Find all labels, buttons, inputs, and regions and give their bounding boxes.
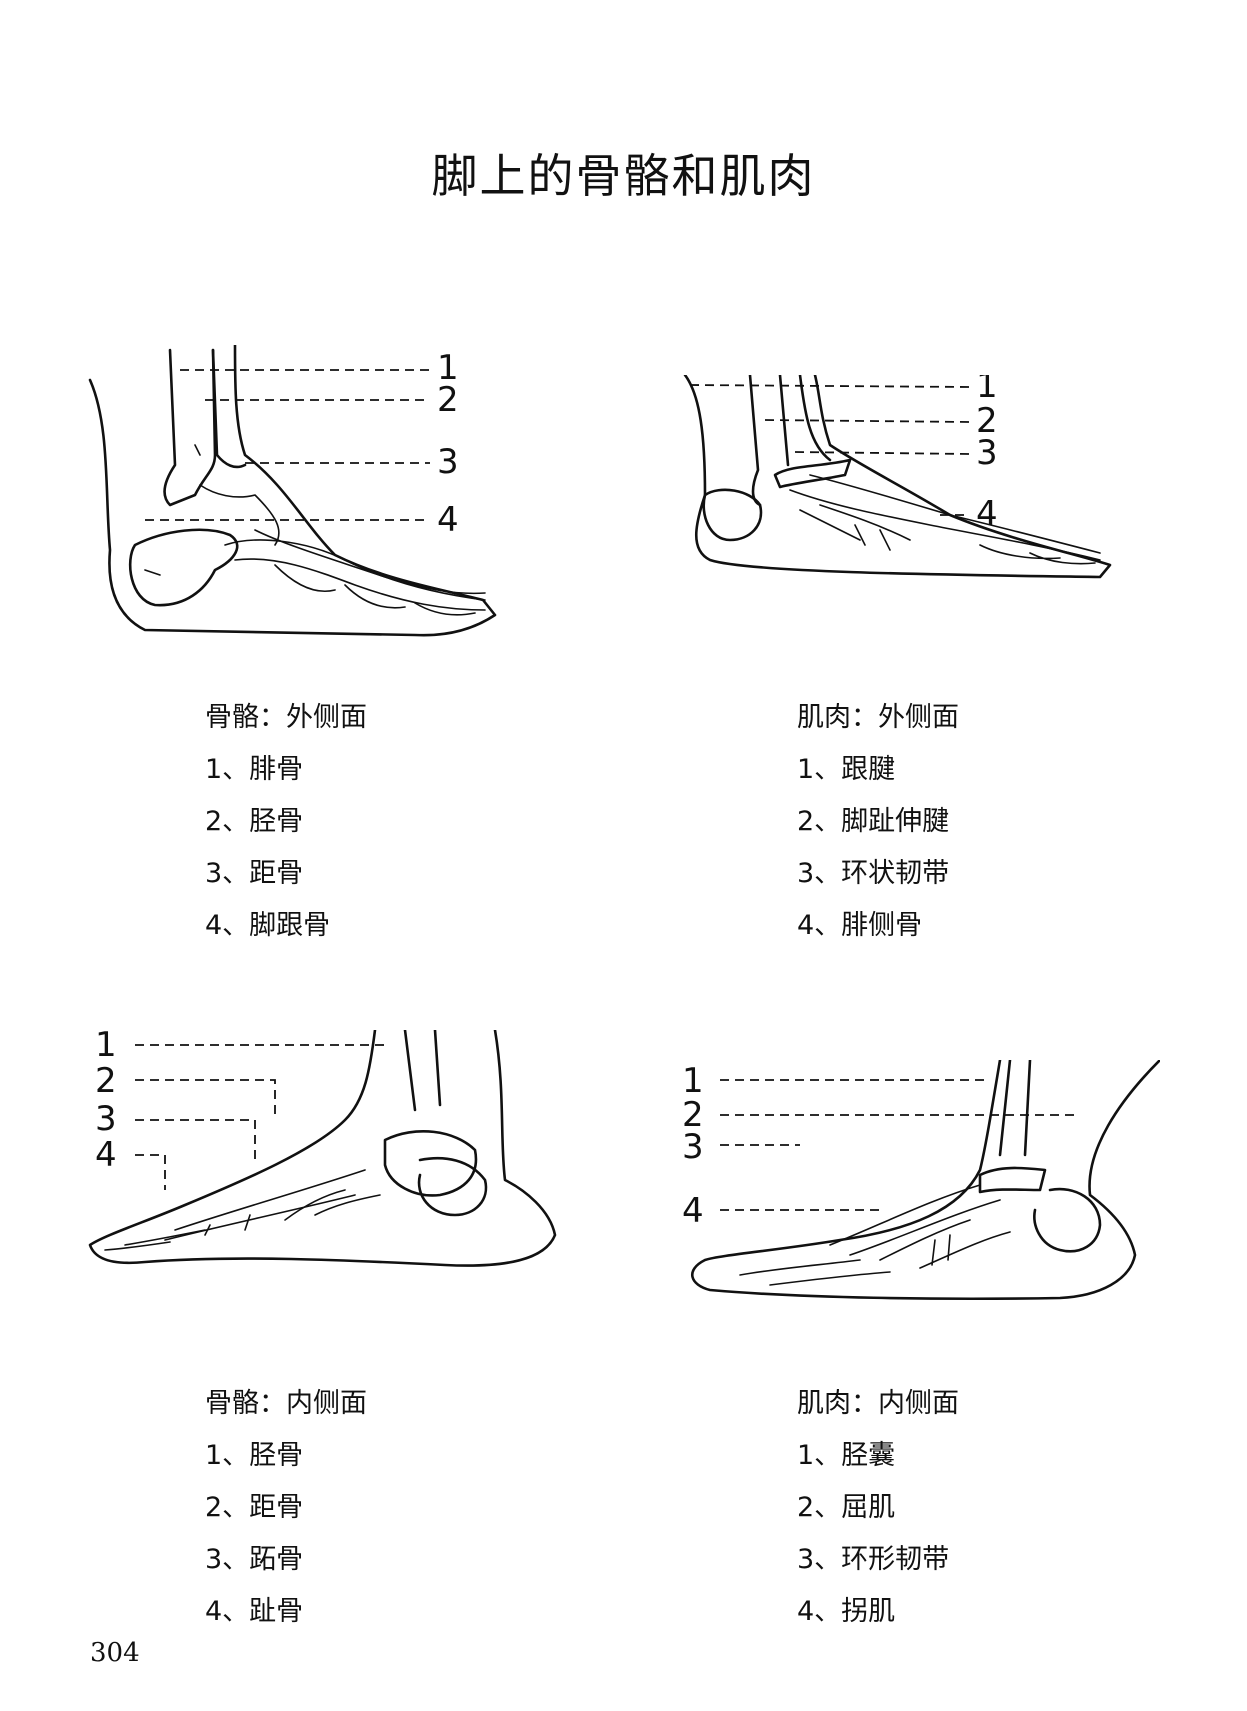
figure-bones-medial: 1 2 3 4 bbox=[85, 1030, 575, 1340]
callout-4: 4 bbox=[95, 1135, 117, 1175]
caption-muscles-lateral: 肌肉：外侧面 1、跟腱 2、脚趾伸腱 3、环状韧带 4、腓侧骨 bbox=[797, 692, 959, 952]
caption-bones-medial: 骨骼：内侧面 1、胫骨 2、距骨 3、跖骨 4、趾骨 bbox=[205, 1378, 367, 1638]
caption-item: 2、屈肌 bbox=[797, 1492, 896, 1523]
callout-1: 1 bbox=[976, 375, 998, 406]
caption-item: 4、脚跟骨 bbox=[205, 910, 331, 941]
callout-2: 2 bbox=[976, 401, 998, 441]
caption-item: 1、胫囊 bbox=[797, 1440, 896, 1471]
caption-item: 2、距骨 bbox=[205, 1492, 304, 1523]
callout-3: 3 bbox=[95, 1099, 117, 1139]
caption-title: 肌肉：内侧面 bbox=[797, 1388, 959, 1419]
foot-bones-medial-illustration: 1 2 3 4 bbox=[88, 1030, 557, 1267]
caption-item: 1、跟腱 bbox=[797, 754, 896, 785]
caption-item: 3、环形韧带 bbox=[797, 1544, 950, 1575]
caption-item: 2、脚趾伸腱 bbox=[797, 806, 950, 837]
caption-item: 1、腓骨 bbox=[205, 754, 304, 785]
callout-3: 3 bbox=[682, 1127, 704, 1167]
callout-3: 3 bbox=[976, 433, 998, 473]
caption-item: 2、胫骨 bbox=[205, 806, 304, 837]
callout-4: 4 bbox=[976, 494, 998, 534]
caption-muscles-medial: 肌肉：内侧面 1、胫囊 2、屈肌 3、环形韧带 4、拐肌 bbox=[797, 1378, 959, 1638]
caption-title: 骨骼：外侧面 bbox=[205, 702, 367, 733]
caption-title: 骨骼：内侧面 bbox=[205, 1388, 367, 1419]
callout-2: 2 bbox=[95, 1061, 117, 1101]
callout-1: 1 bbox=[437, 348, 459, 388]
caption-item: 3、距骨 bbox=[205, 858, 304, 889]
foot-muscles-lateral-illustration: 1 2 3 4 bbox=[683, 375, 1112, 579]
caption-title: 肌肉：外侧面 bbox=[797, 702, 959, 733]
callout-1: 1 bbox=[95, 1030, 117, 1065]
caption-item: 1、胫骨 bbox=[205, 1440, 304, 1471]
caption-item: 4、趾骨 bbox=[205, 1596, 304, 1627]
caption-item: 3、跖骨 bbox=[205, 1544, 304, 1575]
page-number: 304 bbox=[90, 1638, 140, 1668]
caption-item: 4、腓侧骨 bbox=[797, 910, 923, 941]
foot-bones-lateral-illustration: 1 2 3 4 bbox=[88, 345, 497, 637]
callout-2: 2 bbox=[437, 380, 459, 420]
callout-3: 3 bbox=[437, 442, 459, 482]
page-title: 脚上的骨骼和肌肉 bbox=[431, 149, 816, 203]
caption-bones-lateral: 骨骼：外侧面 1、腓骨 2、胫骨 3、距骨 4、脚跟骨 bbox=[205, 692, 367, 952]
callout-4: 4 bbox=[437, 500, 459, 540]
figure-bones-lateral: 1 2 3 4 bbox=[85, 345, 545, 650]
caption-item: 3、环状韧带 bbox=[797, 858, 950, 889]
callout-4: 4 bbox=[682, 1191, 704, 1231]
callout-2: 2 bbox=[682, 1095, 704, 1135]
callout-1: 1 bbox=[682, 1061, 704, 1101]
foot-muscles-medial-illustration: 1 2 3 4 bbox=[682, 1060, 1160, 1301]
figure-muscles-medial: 1 2 3 4 bbox=[680, 1060, 1160, 1350]
caption-item: 4、拐肌 bbox=[797, 1596, 896, 1627]
figure-muscles-lateral: 1 2 3 4 bbox=[680, 375, 1130, 640]
